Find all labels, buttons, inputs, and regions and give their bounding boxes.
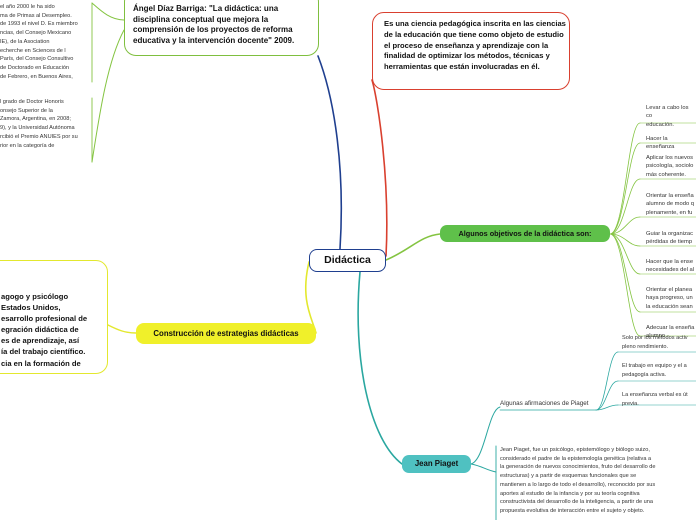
diaz-barriga-bio-fragment-1: el año 2000 le ha sido ma de Primas al D… xyxy=(0,4,78,80)
estrategias-node[interactable]: Construcción de estrategias didácticas xyxy=(136,323,316,344)
connector-piaget-bio xyxy=(470,463,497,473)
connector-objetivo-item-6 xyxy=(609,233,641,313)
definition-node[interactable]: Es una ciencia pedagógica inscrita en la… xyxy=(372,12,570,90)
piaget-afirmaciones-label[interactable]: Algunas afirmaciones de Piaget xyxy=(500,400,589,407)
connector-objetivo-item-1 xyxy=(609,142,641,235)
connector-objetivo-item-7 xyxy=(609,233,641,337)
connector-diaz-barriga xyxy=(317,55,343,250)
connector-lines xyxy=(91,2,696,520)
connector-afirmacion-1 xyxy=(595,380,619,411)
piaget-afirmacion-item: La enseñanza verbal es út previa. xyxy=(622,392,688,407)
connector-objetivo-item-3 xyxy=(609,216,641,235)
connector-afirmacion-2 xyxy=(595,404,619,411)
diaz-barriga-bio-fragment-2: l grado de Doctor Honoris onsejo Superio… xyxy=(0,99,78,149)
piaget-label: Jean Piaget xyxy=(414,459,459,468)
connector-estrategias-desc xyxy=(107,324,137,334)
objetivo-item: Adecuar la enseña alumno xyxy=(646,325,695,340)
diaz-barriga-quote-text: Ángel Díaz Barriga: "La didáctica: una d… xyxy=(133,4,295,45)
objetivo-item: Orientar la enseña alumno de modo q plen… xyxy=(646,193,695,216)
objetivo-item: Hacer que la ense necesidades del al xyxy=(646,259,695,274)
connector-objetivo-item-5 xyxy=(609,233,641,275)
piaget-node[interactable]: Jean Piaget xyxy=(402,455,471,473)
objetivo-item: Levar a cabo los co educación. xyxy=(646,105,689,128)
objetivo-item: Guiar la organizac pérdidas de tiemp xyxy=(646,231,694,246)
connector-afirmacion-0 xyxy=(595,351,619,411)
objetivos-node[interactable]: Algunos objetivos de la didáctica son: xyxy=(440,225,610,242)
piaget-bio: Jean Piaget, fue un psicólogo, epistemól… xyxy=(500,447,656,514)
piaget-afirmacion-item: El trabajo en equipo y el a pedagogía ac… xyxy=(622,363,687,378)
estrategias-description: agogo y psicólogo Estados Unidos, esarro… xyxy=(1,292,88,368)
center-node[interactable]: Didáctica xyxy=(309,249,386,272)
diaz-barriga-quote-node[interactable]: Ángel Díaz Barriga: "La didáctica: una d… xyxy=(124,0,319,56)
connector-bio-2 xyxy=(91,29,125,163)
connector-bio-1 xyxy=(91,2,125,21)
objetivo-item: Aplicar los nuevos psicología, sociolo m… xyxy=(646,155,694,178)
connector-objetivo-item-2 xyxy=(609,178,641,235)
connector-definition xyxy=(371,79,388,257)
connector-afirmaciones xyxy=(470,406,501,465)
connector-objetivo-item-0 xyxy=(609,122,641,235)
objetivos-label: Algunos objetivos de la didáctica son: xyxy=(458,229,592,238)
connector-piaget xyxy=(357,271,403,465)
center-node-label: Didáctica xyxy=(324,254,371,266)
estrategias-label: Construcción de estrategias didácticas xyxy=(153,329,299,338)
objetivo-item: Orientar el planea haya progreso, un la … xyxy=(646,287,693,310)
objetivo-item: Hacer la enseñanza xyxy=(646,136,675,151)
definition-text: Es una ciencia pedagógica inscrita en la… xyxy=(384,19,566,72)
estrategias-description-node[interactable]: agogo y psicólogo Estados Unidos, esarro… xyxy=(0,260,108,374)
connector-objetivos xyxy=(385,233,441,261)
piaget-afirmacion-item: Solo por los métodos activ pleno rendimi… xyxy=(622,335,688,350)
